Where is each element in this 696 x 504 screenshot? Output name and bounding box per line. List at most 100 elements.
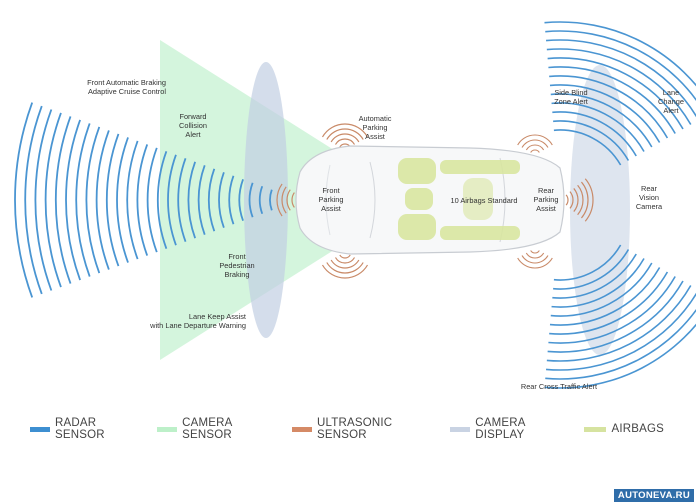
legend-label-airbags: AIRBAGS <box>611 423 664 435</box>
label-lane-change: Lane Change Alert <box>658 88 684 115</box>
label-rear-vision: Rear Vision Camera <box>635 184 663 211</box>
legend: RADAR SENSOR CAMERA SENSOR ULTRASONIC SE… <box>30 417 680 441</box>
ultrasonic-wave-rear <box>573 188 579 212</box>
front-radar-wave <box>75 123 91 277</box>
front-radar-wave <box>167 154 177 246</box>
ultrasonic-wave-rear-top <box>517 134 553 146</box>
front-radar-wave <box>238 178 244 222</box>
ultrasonic-waves <box>276 123 594 279</box>
legend-item-camera-sensor: CAMERA SENSOR <box>157 417 276 441</box>
ultrasonic-wave-rear <box>580 181 589 219</box>
ultrasonic-wave-front <box>281 186 287 214</box>
ultrasonic-wave-rear <box>584 178 594 222</box>
legend-swatch-camera-display <box>450 426 471 432</box>
airbag-shapes <box>398 158 520 240</box>
ultrasonic-wave-front <box>291 192 295 208</box>
label-forward-collision: Forward Collision Alert <box>179 112 207 139</box>
ultrasonic-wave-rear-bottom <box>517 257 553 269</box>
rear-camera-display <box>570 65 630 355</box>
front-radar-wave <box>65 119 81 281</box>
legend-item-ultrasonic: ULTRASONIC SENSOR <box>291 417 434 441</box>
rear-radar-wave-lower <box>553 249 630 290</box>
ultrasonic-wave-rear-top <box>530 149 540 153</box>
ultrasonic-wave-rear-top <box>525 144 545 151</box>
rear-radar-wave-upper <box>549 84 661 143</box>
legend-label-camera-display: CAMERA DISPLAY <box>475 417 525 441</box>
rear-radar-wave-lower <box>549 271 669 335</box>
front-radar-wave <box>207 168 216 232</box>
legend-item-camera-display: CAMERA DISPLAY <box>450 417 568 441</box>
front-radar-wave <box>197 165 206 235</box>
rear-radar-waves <box>544 21 696 389</box>
ultrasonic-wave-bottom <box>326 262 364 274</box>
rear-radar-wave-upper <box>545 39 696 118</box>
rear-radar-wave-upper <box>550 93 653 148</box>
front-radar-wave <box>105 133 120 267</box>
front-radar-waves <box>14 102 273 298</box>
rear-radar-wave-upper <box>551 102 645 152</box>
rear-radar-wave-lower <box>546 285 692 362</box>
front-radar-wave <box>95 130 110 270</box>
label-front-parking: Front Parking Assist <box>318 186 344 213</box>
ultrasonic-wave-top <box>334 138 356 145</box>
legend-swatch-camera-sensor <box>157 426 178 432</box>
front-radar-wave <box>146 147 158 253</box>
ultrasonic-wave-rear <box>577 184 584 216</box>
front-radar-wave <box>44 112 62 288</box>
front-radar-wave <box>54 116 72 284</box>
legend-label-camera-sensor: CAMERA SENSOR <box>182 417 232 441</box>
rear-radar-wave-lower <box>549 267 661 326</box>
label-side-blind: Side Blind Zone Alert <box>554 88 588 106</box>
rear-radar-wave-lower <box>548 276 676 344</box>
legend-label-radar: RADAR SENSOR <box>55 417 105 441</box>
front-radar-wave <box>187 161 196 239</box>
front-radar-wave <box>85 126 101 274</box>
front-radar-wave <box>177 158 187 242</box>
ultrasonic-wave-top <box>330 133 360 143</box>
rear-radar-wave-lower <box>544 323 696 389</box>
legend-item-airbags: AIRBAGS <box>584 423 664 435</box>
rear-radar-wave-lower <box>545 308 696 380</box>
front-camera-display <box>244 62 288 338</box>
front-radar-wave <box>228 175 235 225</box>
front-radar-wave <box>34 109 53 291</box>
ultrasonic-wave-rear <box>569 191 574 209</box>
front-radar-wave <box>14 102 34 298</box>
label-rear-cross: Rear Cross Traffic Alert <box>520 382 598 391</box>
front-radar-wave <box>218 171 225 229</box>
front-radar-wave <box>24 105 43 295</box>
front-radar-wave <box>136 144 149 256</box>
rear-radar-wave-lower <box>553 244 622 281</box>
front-radar-wave <box>248 182 254 218</box>
rear-radar-wave-lower <box>552 253 637 299</box>
label-lane-keep: Lane Keep Assist with Lane Departure War… <box>150 312 246 330</box>
rear-radar-wave-lower <box>550 262 653 317</box>
rear-radar-wave-lower <box>551 258 645 308</box>
front-radar-wave <box>126 140 139 260</box>
ultrasonic-wave-top <box>326 128 364 140</box>
legend-swatch-airbags <box>584 426 607 432</box>
label-front-pedestrian: Front Pedestrian Braking <box>219 252 255 279</box>
ultrasonic-wave-bottom <box>330 259 360 269</box>
rear-radar-wave-upper <box>545 30 696 102</box>
front-radar-wave <box>258 185 264 215</box>
rear-radar-wave-upper <box>548 66 676 134</box>
label-front-braking: Front Automatic Braking Adaptive Cruise … <box>87 78 166 96</box>
ultrasonic-wave-rear-bottom <box>525 252 545 259</box>
label-automatic-parking: Automatic Parking Assist <box>358 114 392 141</box>
ultrasonic-wave-front <box>286 189 291 211</box>
legend-swatch-radar <box>30 426 51 432</box>
front-radar-wave <box>156 151 168 249</box>
front-radar-wave <box>269 189 273 211</box>
rear-radar-wave-upper <box>546 48 692 125</box>
ultrasonic-wave-bottom <box>334 257 356 264</box>
rear-radar-wave-upper <box>544 21 696 87</box>
rear-radar-wave-upper <box>553 120 630 161</box>
ultrasonic-wave-bottom <box>339 254 351 259</box>
ultrasonic-wave-bottom <box>321 264 369 279</box>
ultrasonic-wave-front <box>276 183 283 217</box>
rear-radar-wave-upper <box>549 75 669 139</box>
rear-radar-wave-upper <box>547 57 684 130</box>
